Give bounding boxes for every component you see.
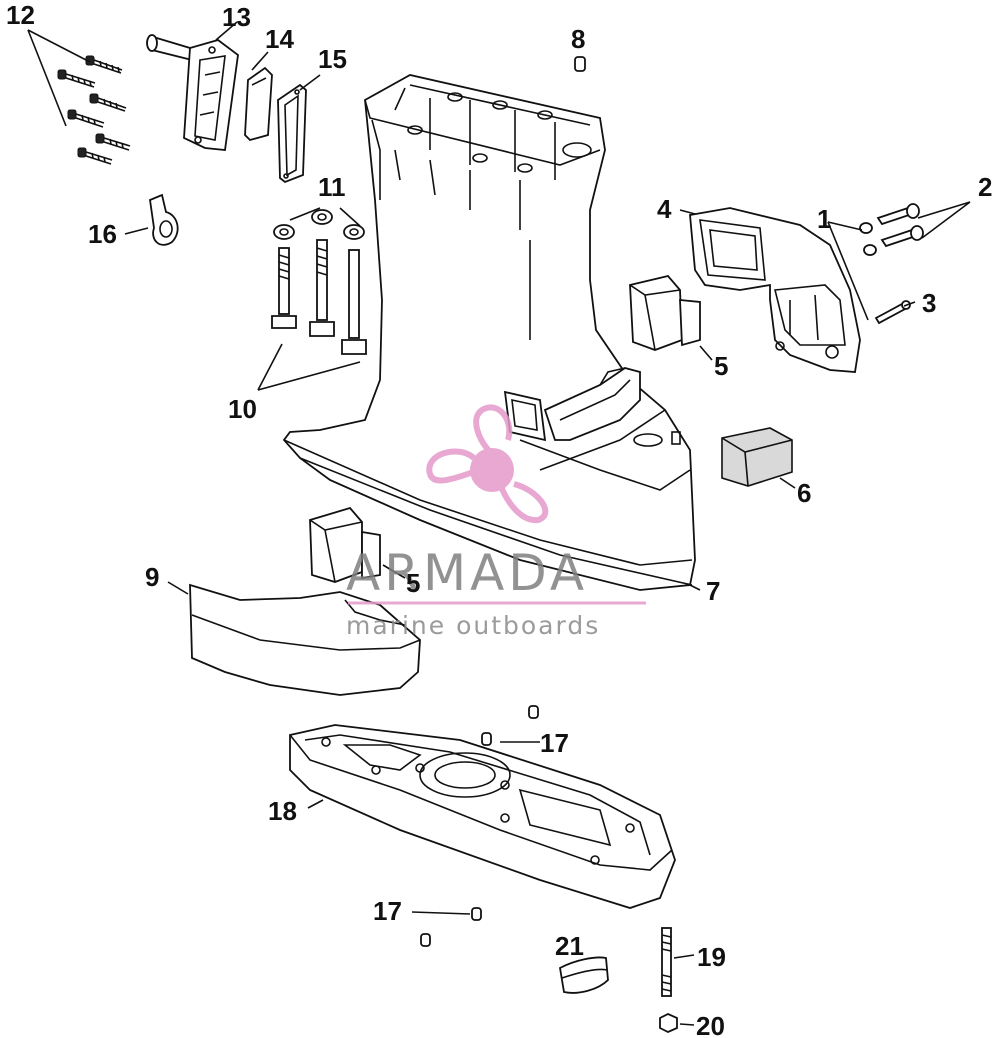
callout-16: 16 [88, 219, 117, 249]
part-15-gasket [277, 83, 307, 184]
part-7-exhaust-housing [282, 74, 696, 591]
callout-5-lower: 5 [406, 568, 420, 598]
callout-10: 10 [228, 394, 257, 424]
part-8-dowel-pin [574, 56, 586, 72]
callout-12: 12 [6, 0, 35, 30]
callout-1: 1 [817, 204, 831, 234]
callout-5-upper: 5 [714, 351, 728, 381]
callout-17-upper: 17 [540, 728, 569, 758]
part-3-screw [874, 300, 911, 325]
callout-11: 11 [318, 172, 346, 202]
part-19-stud [661, 927, 672, 997]
callout-labels: 12 13 14 15 8 11 16 10 4 1 2 3 5 6 7 9 5… [6, 0, 992, 1038]
part-16-clip [149, 193, 179, 246]
callout-15: 15 [318, 44, 347, 74]
callout-17-lower: 17 [373, 896, 402, 926]
part-12-screws [57, 55, 131, 165]
part-13-water-tube-grommet [146, 34, 239, 151]
leader-lines [27, 21, 971, 1026]
callout-14: 14 [265, 24, 294, 54]
callout-19: 19 [697, 942, 726, 972]
callout-4: 4 [657, 194, 672, 224]
callout-6: 6 [797, 478, 811, 508]
callout-2: 2 [978, 172, 992, 202]
callout-21: 21 [555, 931, 584, 961]
part-2-bolts [876, 203, 924, 248]
callout-9: 9 [145, 562, 159, 592]
callout-8: 8 [571, 24, 585, 54]
part-4-bracket [689, 207, 861, 373]
callout-18: 18 [268, 796, 297, 826]
part-21-anode [559, 956, 609, 994]
part-17-dowels [420, 705, 539, 947]
part-14-seal [244, 66, 273, 142]
part-18-exhaust-plate [289, 724, 676, 909]
brand-watermark: ARMADA marine outboards [346, 404, 646, 640]
propeller-logo-icon [426, 404, 549, 524]
part-9-lower-cover [189, 583, 421, 696]
brand-tagline: marine outboards [346, 611, 600, 640]
callout-3: 3 [922, 288, 936, 318]
callout-7: 7 [706, 576, 720, 606]
callout-13: 13 [222, 2, 251, 32]
part-20-nut [659, 1013, 678, 1033]
brand-name: ARMADA [346, 544, 588, 602]
part-5-mount-upper [629, 274, 701, 351]
part-11-washers [273, 209, 365, 240]
callout-20: 20 [696, 1011, 725, 1038]
part-1-washers [859, 222, 877, 256]
part-6-rubber-block [721, 427, 793, 487]
part-10-bolts [271, 239, 367, 355]
part-5-mount-lower [309, 506, 381, 583]
